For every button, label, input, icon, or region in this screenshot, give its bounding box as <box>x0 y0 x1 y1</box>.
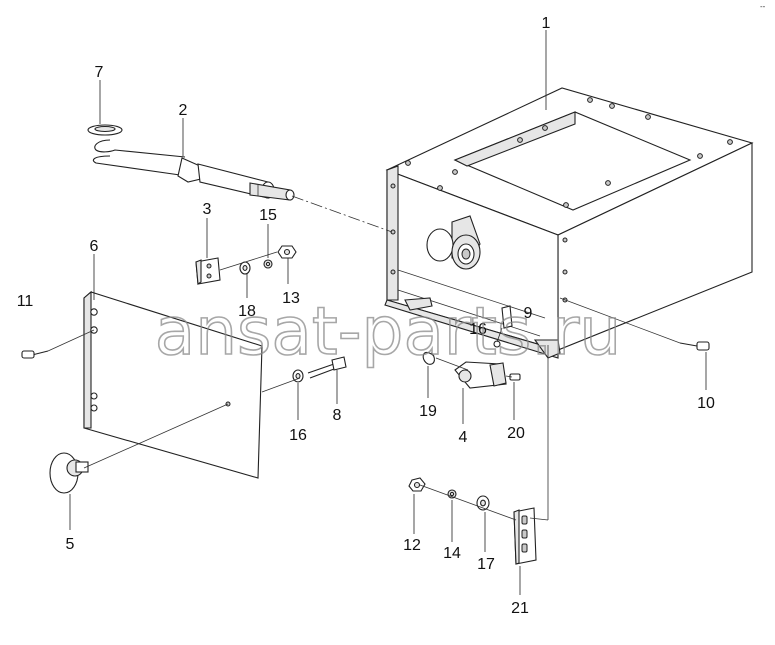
label-part-17: 17 <box>477 556 495 573</box>
label-part-21: 21 <box>511 600 529 617</box>
part-2-lever-shaft <box>92 139 295 201</box>
label-part-16-left: 16 <box>289 427 307 444</box>
part-18-washer <box>239 261 251 275</box>
label-part-4: 4 <box>459 429 468 446</box>
label-part-20: 20 <box>507 425 525 442</box>
label-part-1: 1 <box>542 15 551 32</box>
part-6-cover-plate <box>83 290 263 479</box>
part-4-clevis <box>454 361 507 389</box>
label-part-12: 12 <box>403 537 421 554</box>
assembly-lines <box>47 195 681 521</box>
part-11-screw <box>21 350 49 359</box>
part-1-housing <box>384 87 754 359</box>
part-9-pin <box>501 305 513 329</box>
part-labels: 1 7 2 3 15 6 13 18 11 9 16 8 16 10 19 4 … <box>17 15 715 617</box>
label-part-7: 7 <box>95 64 104 81</box>
part-21-slotted-plate <box>513 507 537 565</box>
part-16-washer-left <box>292 369 304 383</box>
label-part-2: 2 <box>179 102 188 119</box>
part-5-knob <box>49 452 89 494</box>
part-3-bracket <box>195 257 221 285</box>
label-part-9: 9 <box>524 305 533 322</box>
part-15-washer <box>263 259 273 269</box>
label-part-15: 15 <box>259 207 277 224</box>
label-part-5: 5 <box>66 536 75 553</box>
part-7-washer <box>87 124 123 136</box>
label-part-11: 11 <box>17 293 34 310</box>
corner-mark: -- <box>760 2 766 11</box>
label-part-6: 6 <box>90 238 99 255</box>
leader-lines <box>69 30 707 595</box>
label-part-10: 10 <box>697 395 715 412</box>
part-19-circlip <box>422 351 435 365</box>
label-part-3: 3 <box>203 201 212 218</box>
part-10-screw <box>679 341 710 351</box>
part-8-bolt <box>307 356 347 379</box>
label-part-13: 13 <box>282 290 300 307</box>
label-part-14: 14 <box>443 545 461 562</box>
label-part-18: 18 <box>238 303 256 320</box>
label-part-19: 19 <box>419 403 437 420</box>
label-part-16-right: 16 <box>469 321 487 338</box>
part-12-nut <box>408 477 426 492</box>
watermark-text: ansat-parts.ru <box>155 293 621 370</box>
label-part-8: 8 <box>333 407 342 424</box>
part-13-nut <box>277 245 297 259</box>
